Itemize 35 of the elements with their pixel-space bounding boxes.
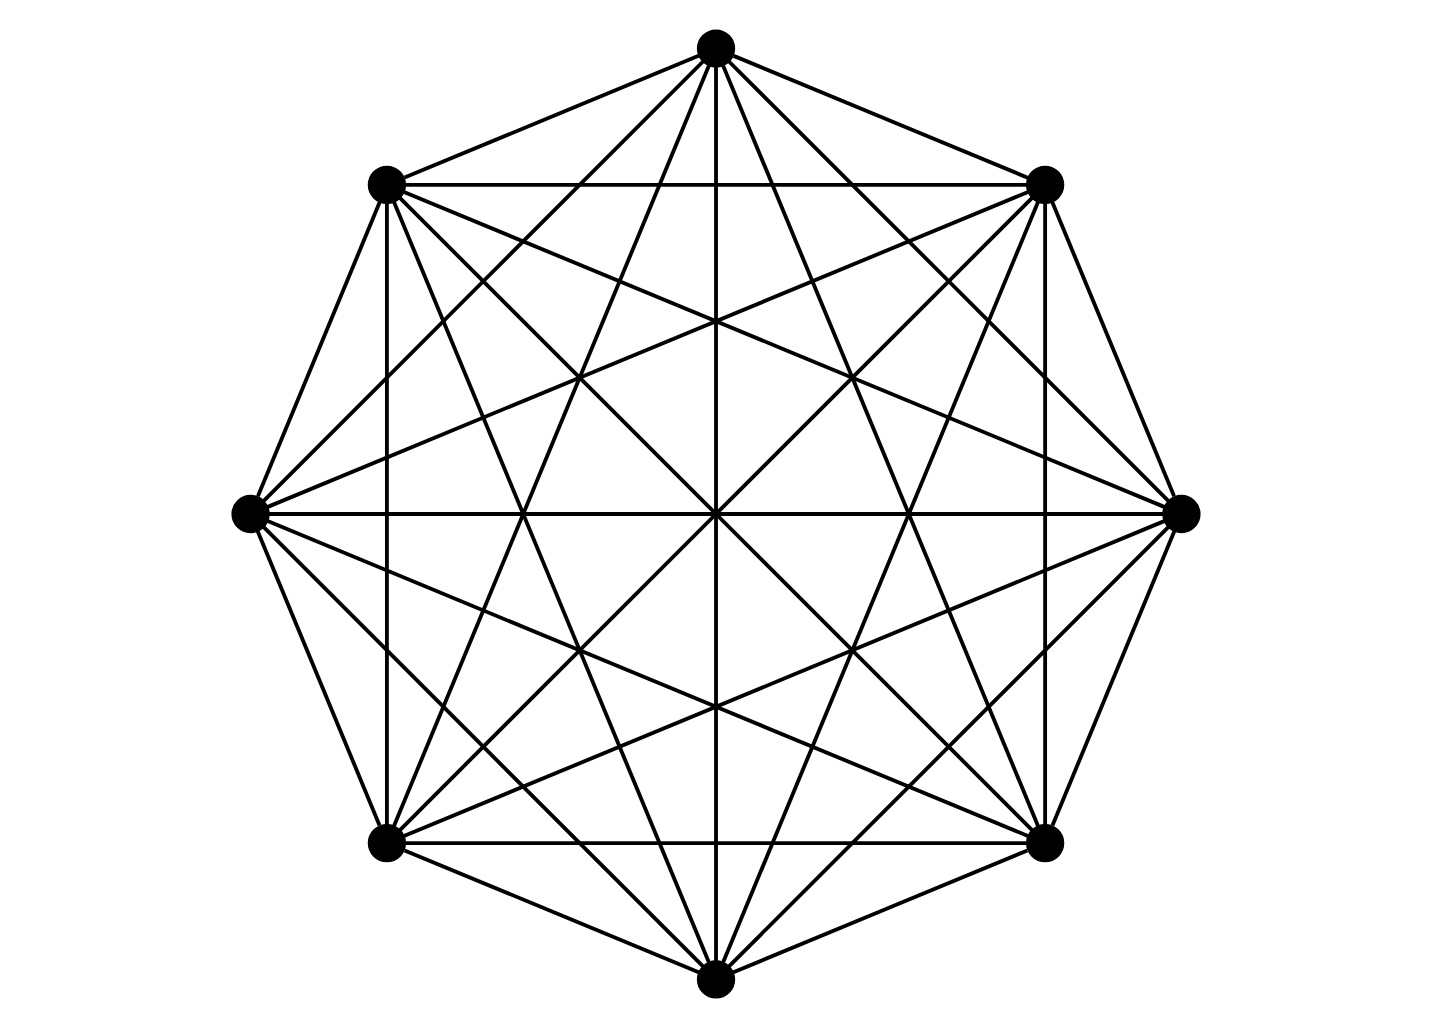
connector bbox=[403, 53, 701, 180]
connector bbox=[731, 848, 1029, 975]
connector bbox=[1050, 200, 1176, 498]
connector bbox=[404, 841, 1028, 845]
connector bbox=[1043, 202, 1048, 826]
connector bbox=[402, 189, 1166, 509]
connector bbox=[404, 182, 1028, 187]
connector bbox=[732, 54, 1030, 180]
node-circle bbox=[696, 29, 736, 68]
connector bbox=[266, 519, 1030, 838]
node-circle bbox=[1025, 165, 1065, 205]
connector bbox=[721, 64, 1040, 828]
connector bbox=[403, 848, 701, 975]
node-circle bbox=[367, 823, 407, 863]
connector bbox=[261, 59, 705, 503]
connector bbox=[268, 512, 1164, 516]
connector bbox=[255, 529, 382, 827]
connector bbox=[721, 200, 1040, 964]
connector bbox=[402, 519, 1166, 839]
connector bbox=[727, 525, 1171, 969]
connector bbox=[266, 189, 1030, 509]
node-circle bbox=[696, 960, 736, 999]
node-circle bbox=[231, 494, 270, 534]
connector bbox=[392, 64, 711, 828]
node-circle bbox=[367, 165, 407, 205]
connector bbox=[256, 200, 382, 498]
connector bbox=[261, 525, 705, 969]
connector bbox=[714, 66, 718, 962]
connector bbox=[398, 196, 1034, 832]
connector bbox=[1050, 529, 1177, 827]
node-circle bbox=[1025, 823, 1065, 863]
connector bbox=[727, 59, 1171, 503]
connector bbox=[392, 200, 711, 964]
connector bbox=[385, 202, 389, 826]
node-circle bbox=[1162, 494, 1201, 534]
